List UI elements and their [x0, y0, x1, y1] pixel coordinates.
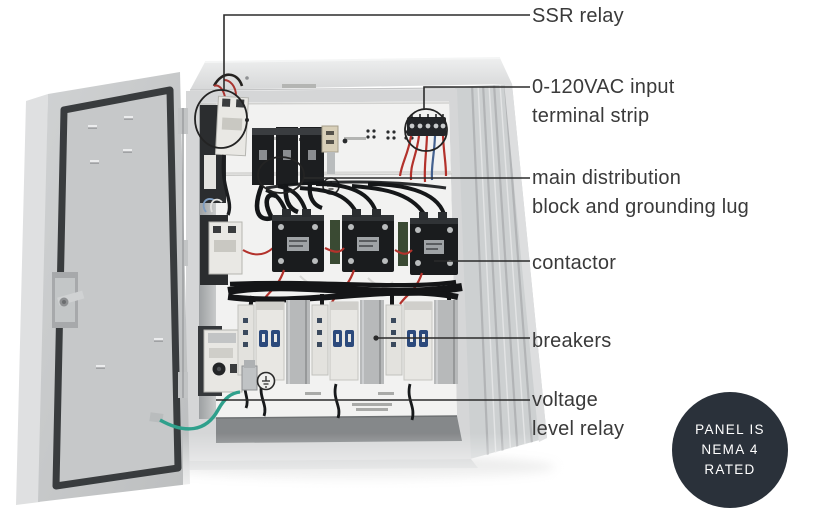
contactor-2: [342, 209, 394, 272]
door-hinges: [178, 108, 188, 398]
distribution-block-circle: [257, 156, 305, 194]
photo-fade: [183, 433, 723, 510]
grounding-lug-bottom: [241, 360, 276, 391]
ground-wire-green: [159, 390, 241, 431]
callout-input-terminal-line2: terminal strip: [532, 105, 650, 127]
enclosure-door: [16, 72, 190, 505]
callout-input-terminal-line1: 0-120VAC input: [532, 76, 675, 98]
ssr-relay-circle: [194, 89, 248, 149]
leader-ssr-relay: [223, 14, 530, 90]
callout-distribution-line2: block and grounding lug: [532, 196, 749, 218]
contactors: [261, 180, 458, 305]
input-terminal-strip: [398, 114, 448, 183]
terminal-strip-circle: [404, 108, 448, 152]
enclosure-top-face: [189, 57, 512, 91]
callout-distribution-line1: main distribution: [532, 167, 682, 189]
badge-line3: RATED: [704, 462, 756, 477]
callout-breakers: breakers: [532, 330, 612, 352]
door-screws: [88, 116, 163, 369]
callout-ssr-relay: SSR relay: [532, 5, 624, 27]
leader-lines: [216, 14, 530, 401]
callout-voltage-relay: voltage level relay: [532, 386, 624, 444]
breaker-group-3: [385, 300, 458, 384]
door-latch: [52, 272, 85, 328]
voltage-level-relay: [198, 326, 243, 396]
callout-input-terminal: 0-120VAC input terminal strip: [532, 73, 675, 131]
ssr-relay-top: [200, 73, 249, 216]
callout-voltage-relay-line2: level relay: [532, 418, 625, 440]
breaker-group-2: [311, 300, 384, 384]
annotation-circles: [194, 89, 448, 194]
callout-distribution: main distribution block and grounding lu…: [532, 164, 749, 222]
badge-line1: PANEL IS: [695, 422, 765, 437]
contactor-1: [272, 209, 324, 272]
leader-input-terminal: [423, 86, 530, 109]
leader-breakers-dot: [373, 335, 379, 341]
callout-voltage-relay-line1: voltage: [532, 389, 598, 411]
ssr-relay-middle: [200, 198, 274, 285]
contactor-3: [410, 212, 458, 275]
nema-rating-badge: PANEL IS NEMA 4 RATED: [672, 392, 788, 508]
breaker-group-1: [237, 300, 310, 384]
breakers-row: [237, 300, 458, 421]
badge-line2: NEMA 4: [701, 442, 759, 457]
callout-contactor: contactor: [532, 252, 617, 274]
